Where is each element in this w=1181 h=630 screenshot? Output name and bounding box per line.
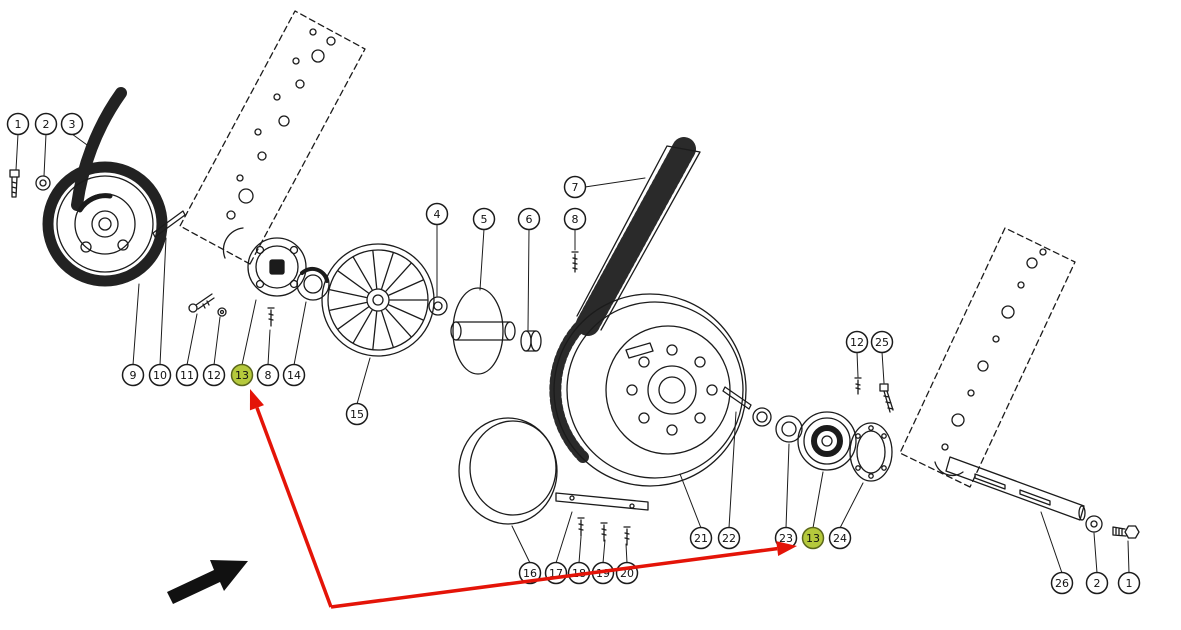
part-pulley-left (56, 175, 154, 273)
callout-2-1[interactable]: 2 (34, 112, 58, 136)
callout-label: 21 (694, 532, 708, 545)
direction-arrow (167, 560, 248, 604)
callout-label: 8 (265, 369, 272, 382)
callout-21-21[interactable]: 21 (689, 526, 713, 550)
part-bolt-25 (879, 383, 894, 413)
callout-label: 13 (235, 369, 249, 382)
part-setscrew-middle (571, 251, 579, 273)
leader-lines (15, 133, 1130, 574)
callout-4-11[interactable]: 4 (425, 202, 449, 226)
callout-label: 12 (207, 369, 221, 382)
highlight-link-line (330, 546, 778, 609)
part-rail-left (179, 10, 366, 265)
callout-9-3[interactable]: 9 (121, 363, 145, 387)
highlight-link-arrows (249, 389, 797, 609)
callout-2-29[interactable]: 2 (1085, 571, 1109, 595)
part-washer-right (1085, 515, 1103, 533)
callout-label: 26 (1055, 577, 1069, 590)
part-nut-23 (752, 407, 772, 427)
callout-label: 14 (287, 369, 301, 382)
callout-17-17[interactable]: 17 (544, 561, 568, 585)
part-gasket-24 (849, 422, 893, 482)
part-cone-disc-5 (450, 287, 516, 375)
callout-26-28[interactable]: 26 (1050, 571, 1074, 595)
callout-label: 1 (1126, 577, 1133, 590)
part-vbelt-left (42, 87, 168, 287)
callout-label: 16 (523, 567, 537, 580)
callout-label: 25 (875, 336, 889, 349)
callout-label: 1 (15, 118, 22, 131)
part-toothed-belt (549, 137, 701, 463)
part-bushing-4 (428, 296, 448, 316)
callout-10-4[interactable]: 10 (148, 363, 172, 387)
callout-13-7[interactable]: 13 (230, 363, 254, 387)
part-flat-bar-17 (555, 492, 649, 511)
callout-24-25[interactable]: 24 (828, 526, 852, 550)
part-setscrew-left (267, 307, 275, 327)
part-ring-16 (458, 417, 558, 525)
callout-8-8[interactable]: 8 (256, 363, 280, 387)
callout-label: 24 (833, 532, 847, 545)
part-bolt-right (1112, 525, 1140, 539)
callout-label: 22 (722, 532, 736, 545)
part-bolt-left (9, 169, 20, 198)
highlight-link-line (255, 407, 333, 608)
callout-label: 11 (180, 369, 194, 382)
callouts-layer: 1239101112138141545687161718192021222313… (6, 112, 1141, 595)
highlight-link-arrowhead (776, 541, 797, 557)
part-screw-11 (188, 293, 215, 313)
callout-label: 6 (526, 213, 533, 226)
part-hub-right (797, 411, 857, 471)
callout-1-0[interactable]: 1 (6, 112, 30, 136)
callout-13-24[interactable]: 13 (801, 526, 825, 550)
callout-5-12[interactable]: 5 (472, 207, 496, 231)
callout-3-2[interactable]: 3 (60, 112, 84, 136)
callout-11-5[interactable]: 11 (175, 363, 199, 387)
callout-1-30[interactable]: 1 (1117, 571, 1141, 595)
part-pin-left (152, 210, 186, 238)
part-hub-flange-left (247, 237, 307, 297)
callout-8-14[interactable]: 8 (563, 207, 587, 231)
highlight-link-arrowhead (249, 389, 264, 411)
part-washer-ring-right (775, 415, 803, 443)
callout-label: 5 (481, 213, 488, 226)
part-shaft-26 (945, 456, 1086, 521)
callout-label: 7 (572, 181, 579, 194)
callout-label: 8 (572, 213, 579, 226)
callout-label: 13 (806, 532, 820, 545)
part-washer-12-left (217, 307, 227, 317)
callout-label: 2 (1094, 577, 1101, 590)
part-rail-right (899, 227, 1076, 488)
callout-label: 12 (850, 336, 864, 349)
callout-label: 4 (434, 208, 441, 221)
callout-label: 15 (350, 408, 364, 421)
callout-label: 2 (43, 118, 50, 131)
part-screws-18-19-20 (577, 517, 631, 546)
callout-label: 9 (130, 369, 137, 382)
part-sleeve-6 (520, 330, 542, 352)
part-washer-left (35, 175, 51, 191)
part-fan-disc (321, 243, 435, 357)
callout-label: 3 (69, 118, 76, 131)
callout-25-27[interactable]: 25 (870, 330, 894, 354)
callout-22-22[interactable]: 22 (717, 526, 741, 550)
callout-14-9[interactable]: 14 (282, 363, 306, 387)
callout-15-10[interactable]: 15 (345, 402, 369, 426)
part-rod-22 (722, 386, 752, 410)
callout-7-15[interactable]: 7 (563, 175, 587, 199)
callout-12-6[interactable]: 12 (202, 363, 226, 387)
part-screw-12-right (854, 377, 862, 395)
callout-label: 10 (153, 369, 167, 382)
callout-6-13[interactable]: 6 (517, 207, 541, 231)
callout-label: 23 (779, 532, 793, 545)
callout-16-16[interactable]: 16 (518, 561, 542, 585)
callout-12-26[interactable]: 12 (845, 330, 869, 354)
line-art (9, 10, 1140, 574)
